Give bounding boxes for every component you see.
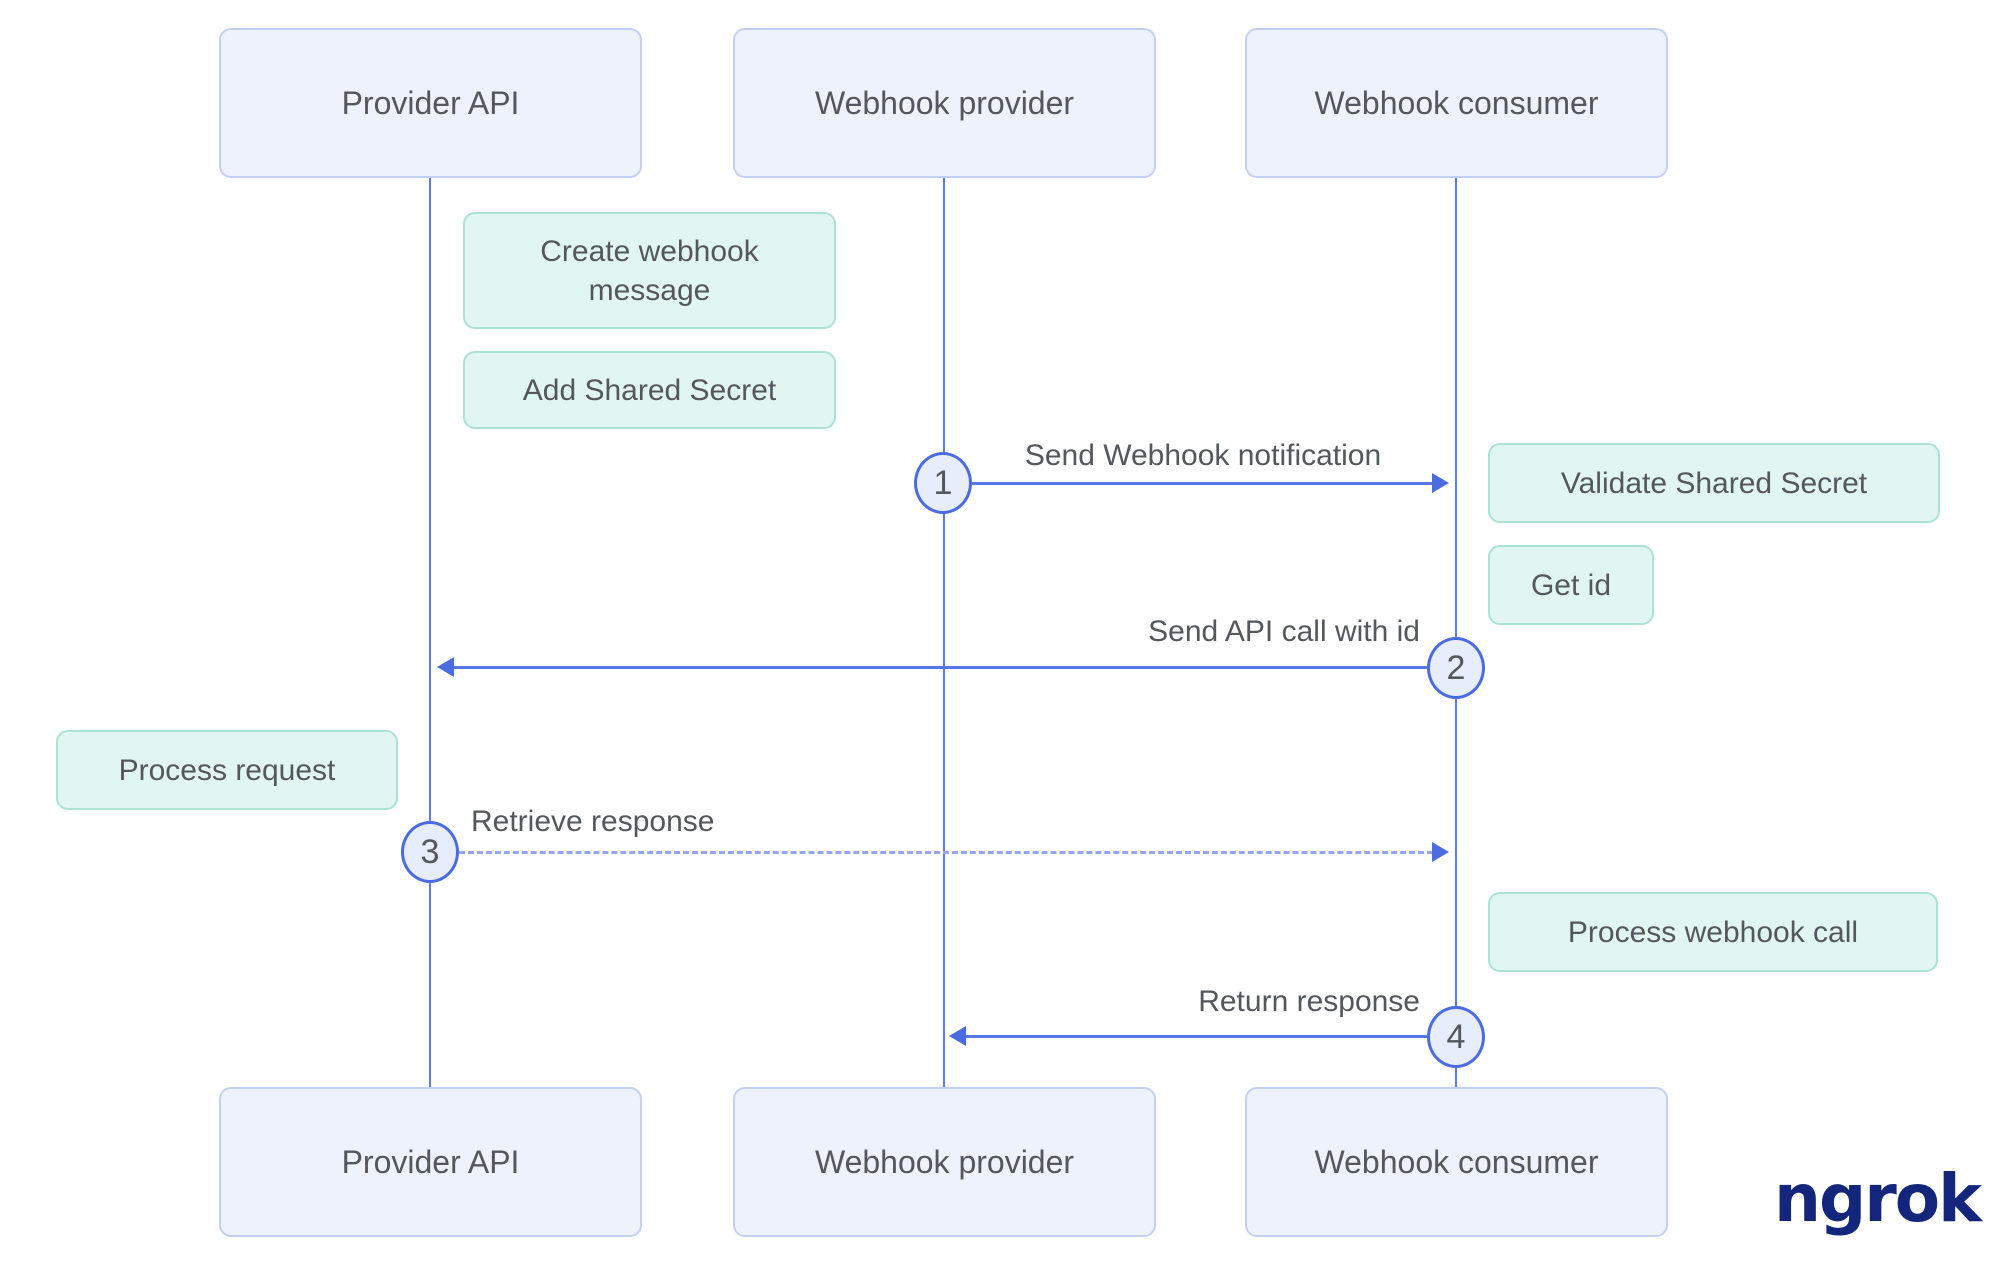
actor-webhook-consumer-top: Webhook consumer	[1245, 28, 1668, 178]
message-1-line	[972, 482, 1434, 485]
message-2-arrowhead-icon	[437, 657, 454, 677]
actor-webhook-consumer-bottom: Webhook consumer	[1245, 1087, 1668, 1237]
message-1-step-circle: 1	[914, 452, 972, 514]
message-4-line	[965, 1035, 1427, 1038]
action-validate-shared-secret: Validate Shared Secret	[1488, 443, 1940, 523]
action-add-shared-secret-label: Add Shared Secret	[522, 373, 777, 407]
action-process-webhook-call-label: Process webhook call	[1567, 915, 1859, 949]
actor-provider-api-bottom-label: Provider API	[341, 1143, 520, 1180]
message-3-step-circle: 3	[401, 821, 459, 883]
message-1-step-number: 1	[933, 463, 953, 502]
ngrok-logo: ngrok	[1773, 1160, 1982, 1237]
action-get-id-label: Get id	[1530, 568, 1612, 602]
message-4-label: Return response	[1198, 985, 1420, 1018]
action-create-webhook-message: Create webhook message	[463, 212, 836, 329]
action-create-webhook-message-label: Create webhook message	[540, 234, 759, 307]
actor-webhook-provider-bottom: Webhook provider	[733, 1087, 1156, 1237]
lifeline-provider-api	[429, 178, 431, 1087]
actor-webhook-provider-top-label: Webhook provider	[814, 84, 1075, 121]
message-1-arrowhead-icon	[1432, 473, 1449, 493]
action-add-shared-secret: Add Shared Secret	[463, 351, 836, 429]
action-process-webhook-call: Process webhook call	[1488, 892, 1938, 972]
action-process-request: Process request	[56, 730, 398, 810]
actor-webhook-consumer-top-label: Webhook consumer	[1314, 84, 1599, 121]
lifeline-webhook-provider	[943, 178, 945, 1087]
message-2-step-circle: 2	[1427, 637, 1485, 699]
actor-provider-api-bottom: Provider API	[219, 1087, 642, 1237]
action-validate-shared-secret-label: Validate Shared Secret	[1560, 466, 1868, 500]
actor-webhook-provider-bottom-label: Webhook provider	[814, 1143, 1075, 1180]
actor-provider-api-top-label: Provider API	[341, 84, 520, 121]
message-4-step-circle: 4	[1427, 1006, 1485, 1068]
actor-webhook-provider-top: Webhook provider	[733, 28, 1156, 178]
message-2-label: Send API call with id	[1148, 615, 1420, 648]
message-3-line	[459, 851, 1433, 854]
message-4-step-number: 4	[1446, 1017, 1466, 1056]
message-1-label: Send Webhook notification	[1024, 439, 1382, 472]
message-2-step-number: 2	[1446, 648, 1466, 687]
lifeline-webhook-consumer	[1455, 178, 1457, 1087]
action-process-request-label: Process request	[118, 753, 336, 787]
message-3-label: Retrieve response	[471, 805, 715, 838]
actor-provider-api-top: Provider API	[219, 28, 642, 178]
message-2-line	[453, 666, 1427, 669]
message-3-step-number: 3	[420, 832, 440, 871]
message-3-arrowhead-icon	[1432, 842, 1449, 862]
message-4-arrowhead-icon	[949, 1026, 966, 1046]
actor-webhook-consumer-bottom-label: Webhook consumer	[1314, 1143, 1599, 1180]
action-get-id: Get id	[1488, 545, 1654, 625]
